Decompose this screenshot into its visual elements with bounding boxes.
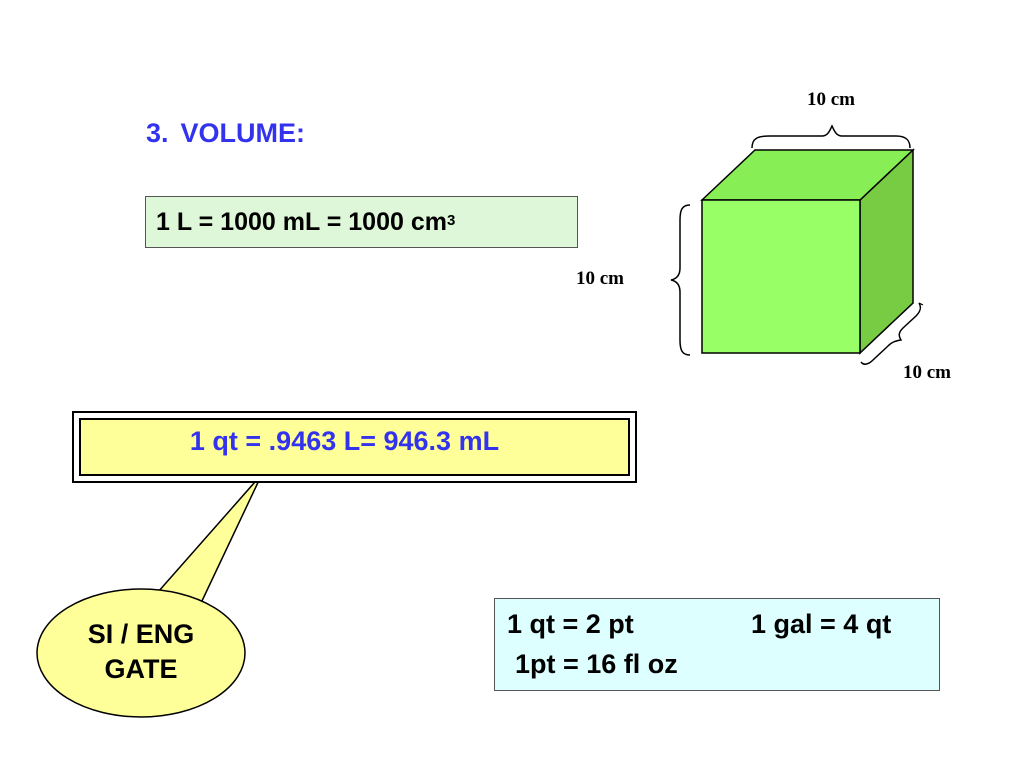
- top-brace: [751, 124, 911, 149]
- callout-pointer: [157, 473, 263, 604]
- callout-text: SI / ENG GATE: [52, 617, 230, 687]
- quart-liter-text: 1 qt = .9463 L= 946.3 mL: [189, 426, 500, 456]
- callout-line-1: SI / ENG: [87, 619, 195, 649]
- callout-oval: [36, 588, 246, 718]
- pint-floz-text: 1pt = 16 fl oz: [515, 649, 678, 679]
- slide-title: 3. VOLUME:: [146, 118, 305, 149]
- liter-definition-text: 1 L = 1000 mL = 1000 cm: [156, 207, 447, 236]
- callout-line-2: GATE: [104, 654, 178, 684]
- title-number: 3.: [146, 118, 169, 148]
- quart-liter-box: [72, 411, 637, 483]
- quart-liter-box-inner: [79, 418, 630, 476]
- english-units-box: 1 qt = 2 pt 1 gal = 4 qt 1pt = 16 fl oz: [494, 598, 940, 691]
- cube-height-dimension: 10 cm: [576, 268, 625, 289]
- cube-top-dimension: 10 cm: [807, 89, 856, 110]
- gallon-quart-text: 1 gal = 4 qt: [751, 609, 892, 639]
- quart-pint-text: 1 qt = 2 pt: [507, 609, 634, 639]
- title-text: VOLUME:: [180, 118, 306, 148]
- left-brace: [670, 204, 691, 356]
- depth-brace: [860, 302, 922, 365]
- cube-front-face: [701, 199, 861, 354]
- depth-brace-tick: [918, 302, 924, 306]
- cube-depth-dimension: 10 cm: [903, 362, 952, 383]
- cubic-superscript: 3: [446, 211, 456, 229]
